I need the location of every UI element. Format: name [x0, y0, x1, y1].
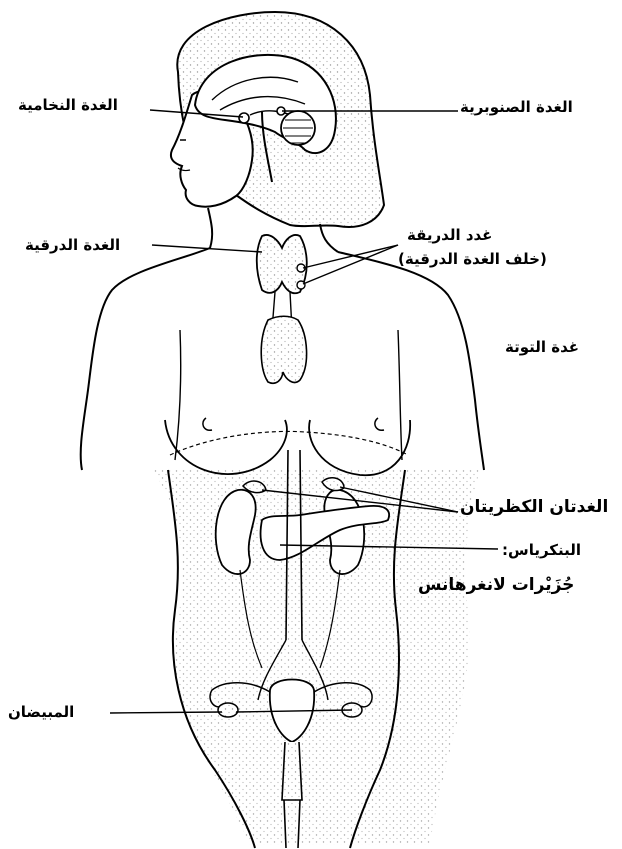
label-thymus: غدة التوتة — [505, 338, 579, 356]
torso-outline — [81, 248, 210, 470]
label-parathyroid-1: غدد الدريقة — [407, 226, 492, 244]
label-pituitary: الغدة النخامية — [18, 96, 118, 114]
neck — [208, 208, 212, 248]
ovary-left — [218, 703, 238, 717]
label-thyroid: الغدة الدرقية — [25, 236, 120, 254]
breast-right — [309, 420, 410, 475]
pituitary-gland — [239, 113, 249, 123]
label-adrenal: الغدتان الكظريتان — [460, 497, 608, 517]
breast-left — [165, 420, 287, 474]
label-pancreas: البنكرياس: — [502, 541, 581, 559]
label-parathyroid-2: (خلف الغدة الدرقية) — [398, 250, 547, 268]
label-islets: جُزَيْرات لانغرهانس — [418, 575, 574, 595]
thymus-gland — [261, 316, 306, 383]
label-pineal: الغدة الصنوبرية — [460, 98, 573, 116]
label-ovaries: المبيضان — [8, 703, 74, 721]
